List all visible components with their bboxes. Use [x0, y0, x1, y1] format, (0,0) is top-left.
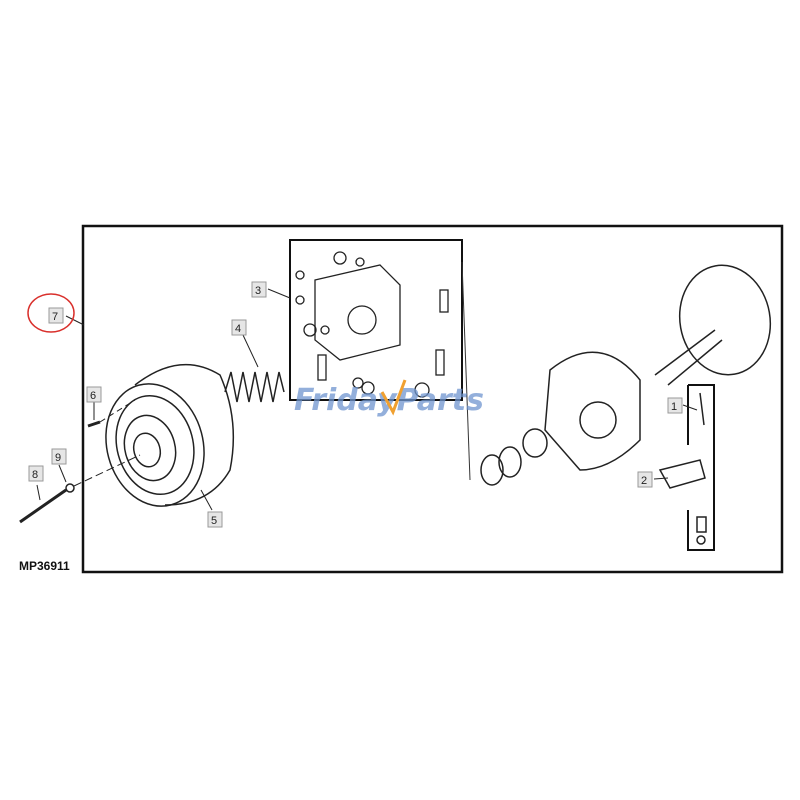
callout-6: 6: [86, 386, 102, 403]
svg-text:2: 2: [641, 475, 647, 487]
watermark-logo: FridayParts: [294, 379, 484, 418]
svg-text:5: 5: [211, 515, 217, 527]
washer-part-9: [65, 483, 75, 493]
svg-text:7: 7: [52, 311, 58, 323]
inset-frame-1-2: [687, 384, 715, 551]
callout-5: 5: [207, 511, 223, 528]
spring-part-4: [224, 371, 285, 403]
callout-3: 3: [251, 281, 267, 298]
callout-1: 1: [667, 397, 683, 414]
screw-part-6: [87, 420, 101, 428]
callouts: 1 2 3 4 5 6 7 8 9: [28, 281, 683, 528]
callout-2: 2: [637, 471, 653, 488]
svg-text:1: 1: [671, 401, 677, 413]
svg-text:FridayParts: FridayParts: [294, 383, 484, 418]
bolt-part-8: [19, 488, 67, 524]
svg-text:3: 3: [255, 285, 261, 297]
svg-text:4: 4: [235, 323, 241, 335]
svg-text:6: 6: [90, 390, 96, 402]
highlight-circle: [27, 293, 75, 333]
diagram-code: MP36911: [19, 559, 70, 573]
assembly-frame: [81, 224, 784, 574]
spider-assembly-part-3: [295, 251, 449, 398]
svg-text:9: 9: [55, 452, 61, 464]
drum-part-5: [105, 363, 235, 507]
svg-text:8: 8: [32, 469, 38, 481]
callout-8: 8: [28, 465, 44, 482]
callout-9: 9: [51, 448, 67, 465]
inset-frame-3: [289, 239, 463, 401]
driven-hub-assembly: [480, 264, 772, 545]
callout-4: 4: [231, 319, 247, 336]
callout-7: 7: [48, 307, 64, 324]
